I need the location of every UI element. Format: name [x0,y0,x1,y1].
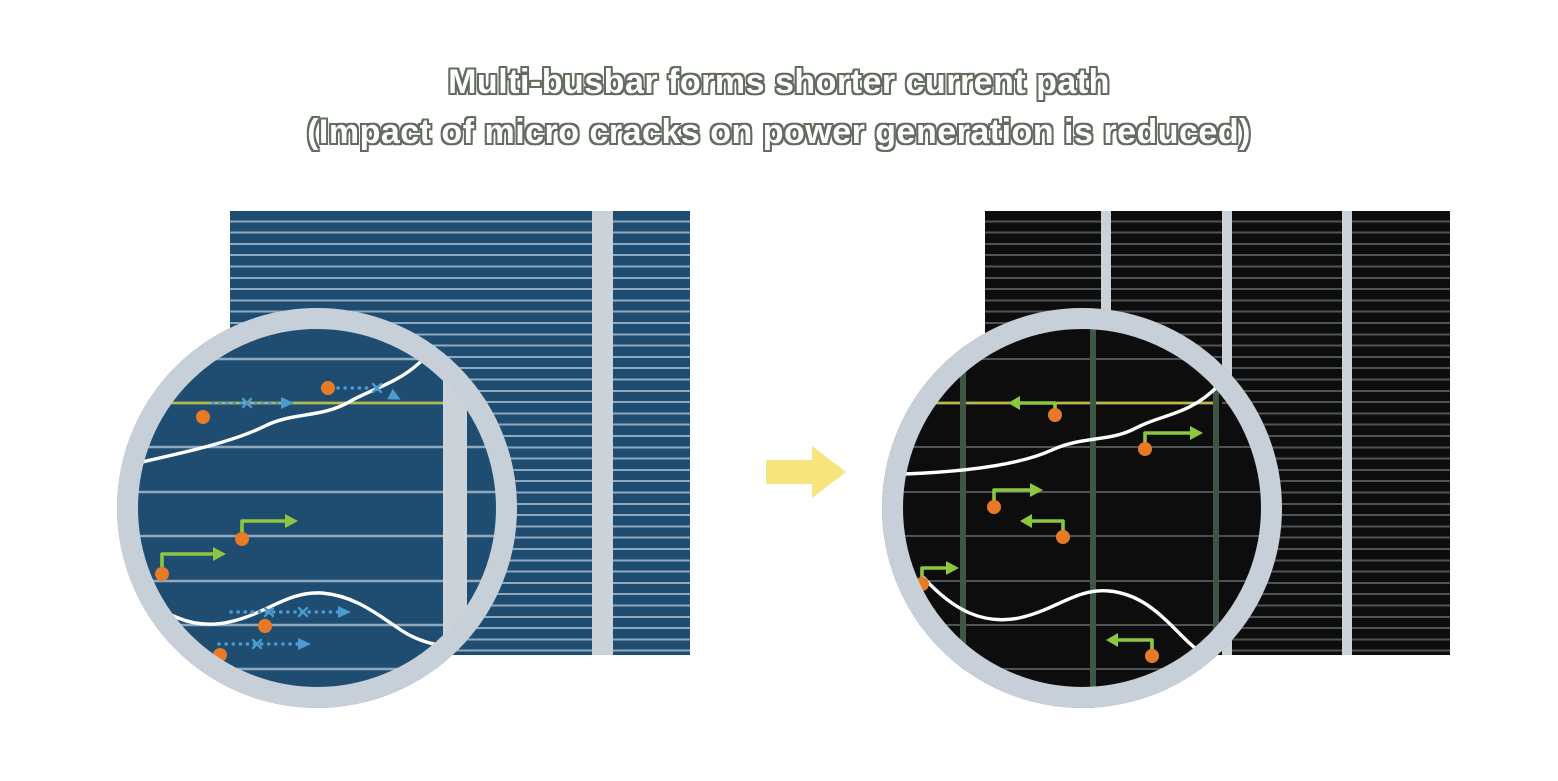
title-line-2: (Impact of micro cracks on power generat… [307,113,1251,151]
magnifier-right [882,308,1282,708]
magnifier-ring [882,308,1282,708]
diagram-title: Multi-busbar forms shorter current path … [0,57,1558,157]
right-arrow-icon [766,446,846,498]
busbar [592,211,613,655]
right-arrow-shape [766,446,846,498]
busbar [1342,211,1352,655]
magnifier-ring [117,308,517,708]
title-line-1: Multi-busbar forms shorter current path [448,63,1110,101]
magnifier-left [117,308,517,708]
